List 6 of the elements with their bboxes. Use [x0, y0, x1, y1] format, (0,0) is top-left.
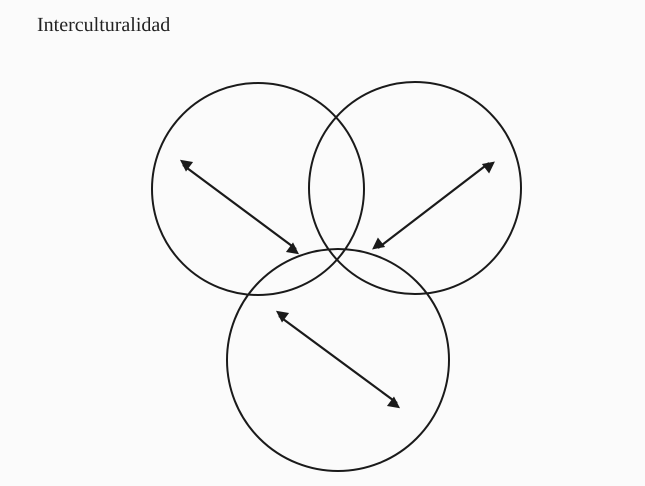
- circle: [151, 82, 365, 296]
- circle: [226, 248, 450, 472]
- double-arrow: [180, 160, 300, 254]
- diagram-title: Interculturalidad: [37, 14, 170, 37]
- double-arrow: [372, 162, 495, 250]
- circle: [308, 81, 522, 295]
